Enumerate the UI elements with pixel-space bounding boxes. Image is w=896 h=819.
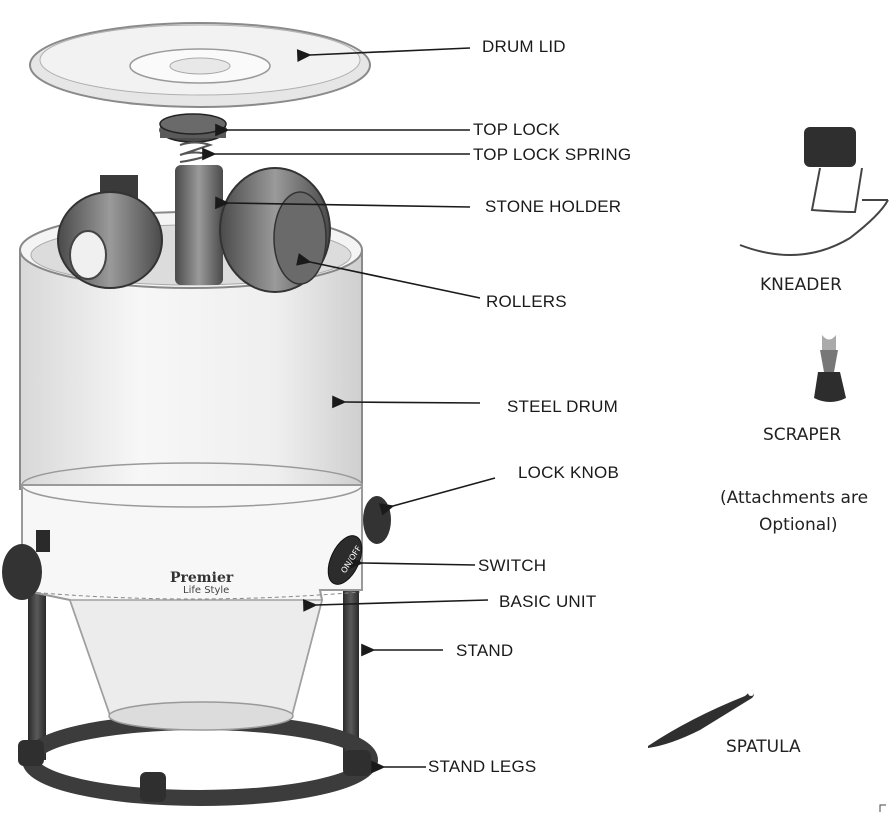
label-kneader: KNEADER [760,275,842,295]
lock-knob-pointer [378,477,496,516]
kneader-attachment [739,127,889,256]
attachments-note-line2: Optional) [759,515,838,535]
spatula-attachment [648,690,754,748]
brand-name: Premier [170,570,234,586]
drum-lid [29,22,371,108]
label-switch: SWITCH [478,556,547,575]
label-top-lock-spring: TOP LOCK SPRING [473,145,632,164]
stone-holder-pointer [215,196,471,210]
top-lock-spring [179,141,214,163]
leader-lines [202,47,496,774]
stand-legs [18,714,378,806]
top-lock [159,113,227,143]
drum-lid-pointer [296,47,471,62]
basic-unit [21,462,363,731]
label-stand-legs: STAND LEGS [428,757,537,776]
label-basic-unit: BASIC UNIT [499,592,597,611]
label-drum-lid: DRUM LID [482,37,566,56]
scraper-attachment [814,335,846,402]
label-rollers: ROLLERS [486,292,567,311]
brand-tagline: Life Style [183,585,230,596]
rollers [57,167,331,293]
steel-drum-pointer [332,395,481,409]
label-scraper: SCRAPER [763,425,842,445]
label-stone-holder: STONE HOLDER [485,197,622,216]
rollers-pointer [296,253,481,299]
switch-pointer [349,556,476,570]
corner-mark [879,804,886,812]
basic-unit-pointer [303,598,489,612]
label-spatula: SPATULA [726,737,801,757]
label-lock-knob: LOCK KNOB [518,463,619,482]
attachments-note-line1: (Attachments are [720,488,869,508]
lock-knob [2,496,391,600]
stand [28,560,359,760]
label-stand: STAND [456,641,514,660]
label-top-lock: TOP LOCK [473,120,560,139]
label-steel-drum: STEEL DRUM [507,397,618,416]
